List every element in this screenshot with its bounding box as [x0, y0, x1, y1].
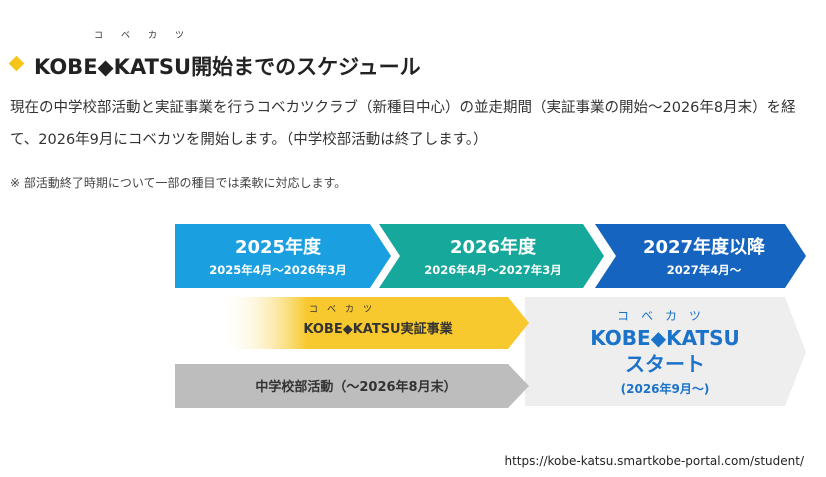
- period-label-2027: 2027年度以降: [643, 236, 766, 258]
- section-heading: コベカツ KOBE◆KATSU開始までのスケジュール: [8, 26, 421, 82]
- period-range-2027: 2027年4月〜: [667, 263, 742, 277]
- heading-title-wrap: コベカツ KOBE◆KATSU開始までのスケジュール: [34, 31, 421, 82]
- heading-ruby: コベカツ: [94, 31, 203, 41]
- period-arrow-2026: [379, 224, 604, 288]
- note-text: ※ 部活動終了時期について一部の種目では柔軟に対応します。: [10, 176, 347, 190]
- pilot-arrow: [220, 297, 529, 349]
- start-ruby: コベカツ: [617, 309, 713, 323]
- start-date: (2026年9月〜): [621, 381, 710, 396]
- pilot-ruby: コベカツ: [309, 304, 381, 315]
- school-club-arrow: [175, 364, 529, 408]
- start-name: KOBE◆KATSU: [590, 326, 740, 350]
- school-club-label: 中学校部活動（〜2026年8月末）: [255, 379, 456, 395]
- page-title: KOBE◆KATSU開始までのスケジュール: [34, 55, 421, 79]
- pilot-label: KOBE◆KATSU実証事業: [303, 321, 453, 337]
- period-range-2025: 2025年4月〜2026年3月: [209, 263, 347, 277]
- description-paragraph: 現在の中学校部活動と実証事業を行うコベカツクラブ（新種目中心）の並走期間（実証事…: [10, 100, 796, 148]
- period-label-2026: 2026年度: [450, 236, 537, 258]
- period-label-2025: 2025年度: [235, 236, 322, 258]
- period-range-2026: 2026年4月〜2027年3月: [424, 263, 562, 277]
- start-label: スタート: [625, 352, 705, 376]
- source-url: https://kobe-katsu.smartkobe-portal.com/…: [504, 454, 805, 468]
- start-panel: [525, 297, 806, 406]
- period-arrow-2025: [175, 224, 391, 288]
- period-arrow-2027: [595, 224, 806, 288]
